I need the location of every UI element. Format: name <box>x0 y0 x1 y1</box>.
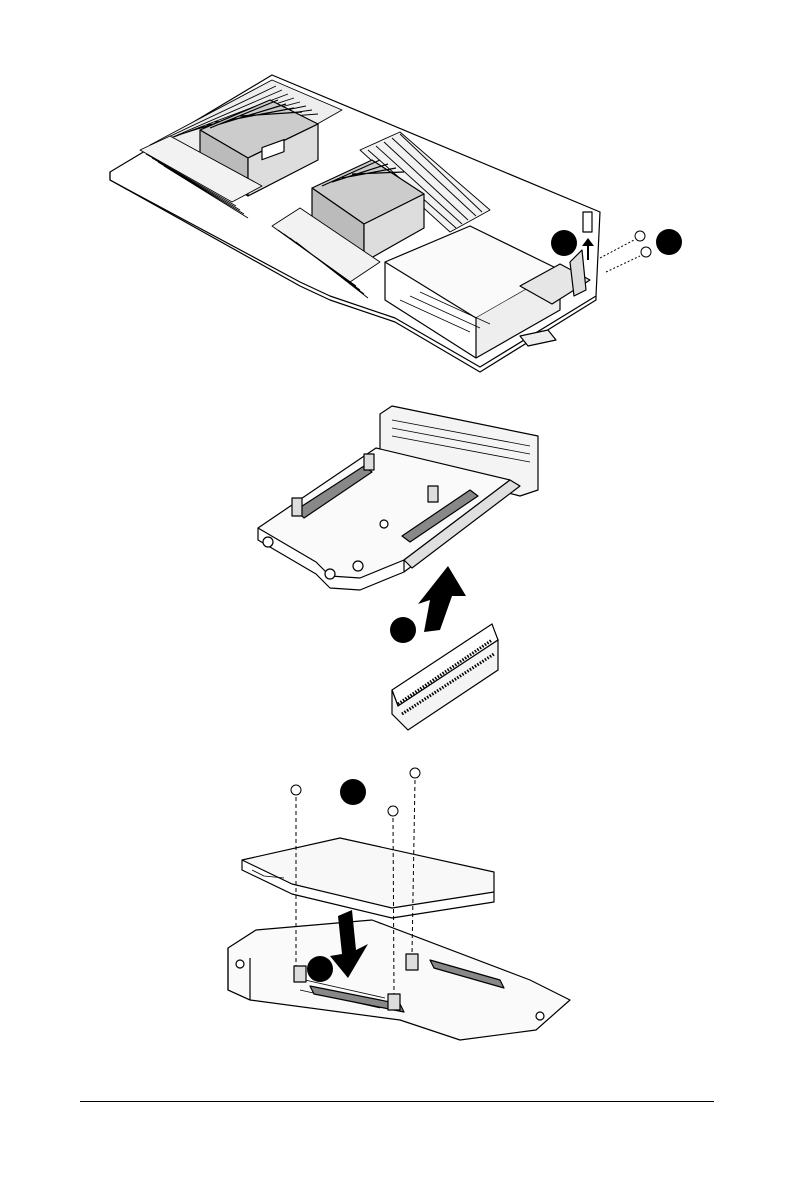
callout-step-1 <box>551 230 577 256</box>
screw-group-1 <box>600 231 651 272</box>
riser-cage-base <box>228 920 570 1040</box>
callout-step-4 <box>340 779 366 805</box>
riser-latch <box>583 212 592 232</box>
callout-step-5 <box>307 956 333 982</box>
footer-divider <box>80 1101 714 1102</box>
remove-card-arrow <box>418 566 466 632</box>
callout-step-2 <box>656 229 682 255</box>
riser-board <box>242 838 494 908</box>
callout-step-3 <box>390 617 416 643</box>
